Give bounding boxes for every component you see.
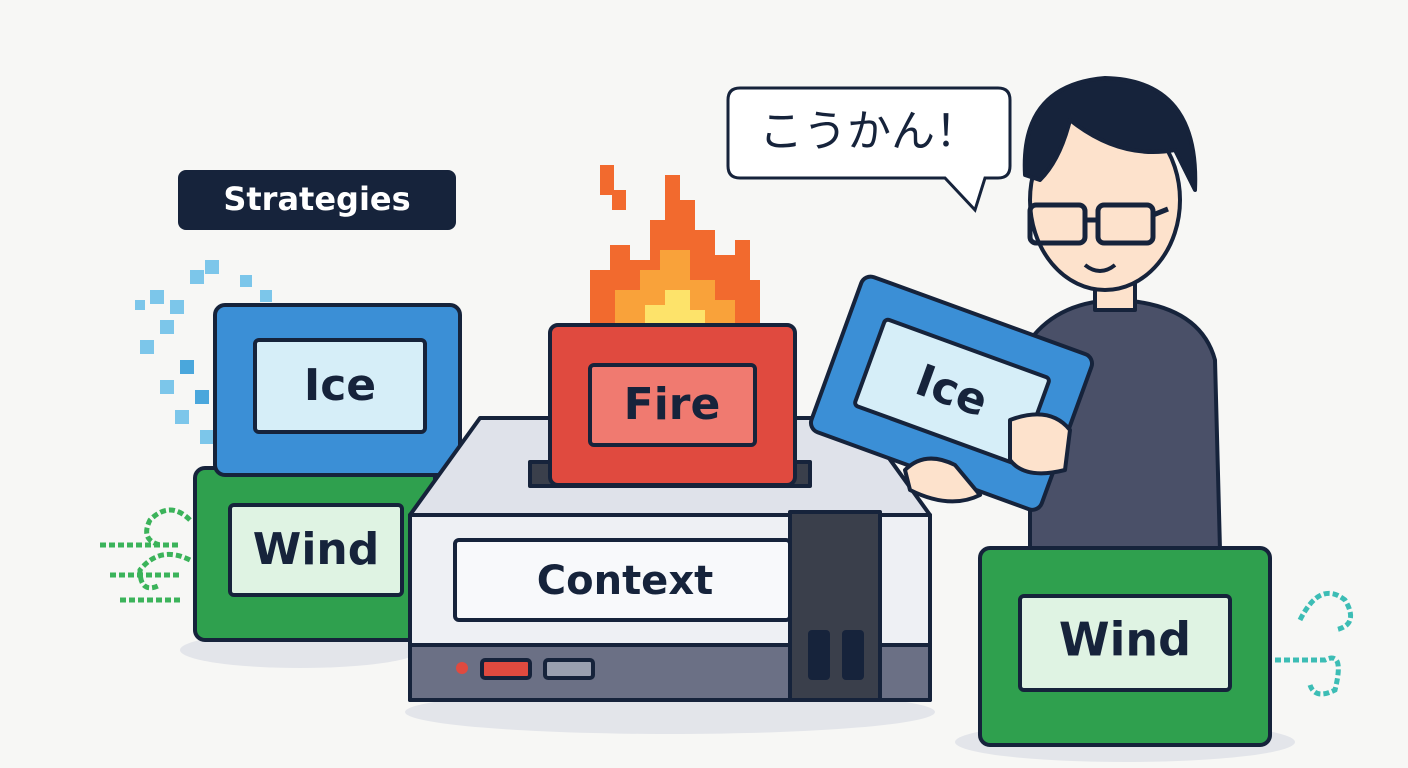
- pixel-fire-effect-icon: [590, 165, 760, 325]
- pixel-wind-effect-icon: [1275, 590, 1354, 697]
- person: [1022, 76, 1222, 552]
- speech-bubble: こうかん！: [726, 86, 1012, 213]
- pixel-ice-effect-icon: [135, 260, 272, 444]
- fire-cartridge-inserted[interactable]: Fire: [548, 323, 797, 487]
- wind-cartridge-right[interactable]: Wind: [978, 546, 1272, 747]
- wind-cartridge-left[interactable]: Wind: [193, 466, 437, 642]
- reset-button[interactable]: [543, 658, 595, 680]
- power-led-icon: [456, 662, 468, 674]
- hand: [903, 456, 982, 504]
- cartridge-label: Wind: [253, 524, 379, 575]
- power-button[interactable]: [480, 658, 532, 680]
- pixel-wind-effect-icon: [100, 507, 192, 603]
- speech-bubble-text: こうかん！: [759, 106, 979, 157]
- cartridge-label: Ice: [304, 360, 376, 411]
- glasses-icon: [1027, 202, 1169, 246]
- ice-cartridge-left[interactable]: Ice: [213, 303, 462, 477]
- strategies-label-text: Strategies: [223, 180, 410, 218]
- hand: [1008, 412, 1072, 476]
- strategies-label: Strategies: [178, 170, 456, 230]
- cartridge-label: Fire: [624, 379, 721, 430]
- cartridge-label: Wind: [1059, 613, 1191, 667]
- console-label: Context: [537, 558, 713, 604]
